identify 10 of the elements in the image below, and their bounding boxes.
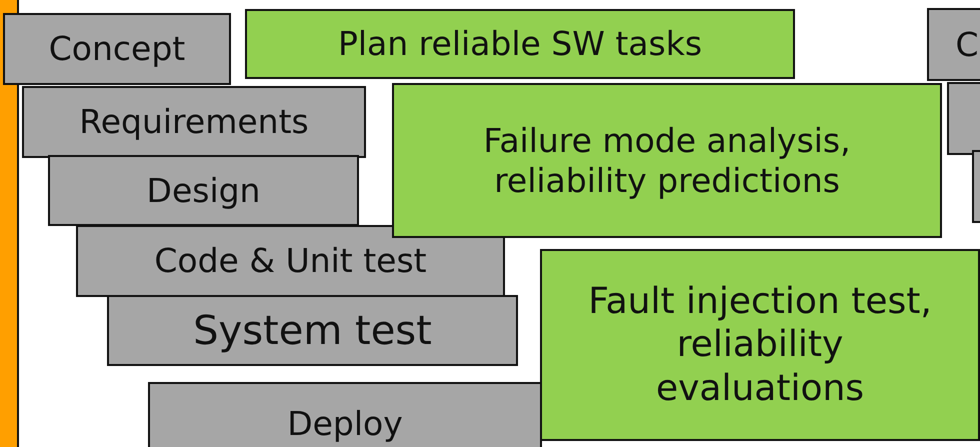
task-box: Fault injection test, reliability evaluations <box>540 249 980 441</box>
phase-box: Design <box>48 155 359 226</box>
phase-box: Code & Unit test <box>76 225 505 297</box>
task-box: Failure mode analysis, reliability predictions <box>392 83 942 238</box>
task-box: Plan reliable SW tasks <box>245 9 795 79</box>
phase-box: C <box>927 8 980 81</box>
phase-box: Deploy <box>148 382 542 447</box>
phase-box: System test <box>107 295 518 366</box>
phase-box: Concept <box>3 13 231 85</box>
phase-box: Requirements <box>22 86 366 158</box>
